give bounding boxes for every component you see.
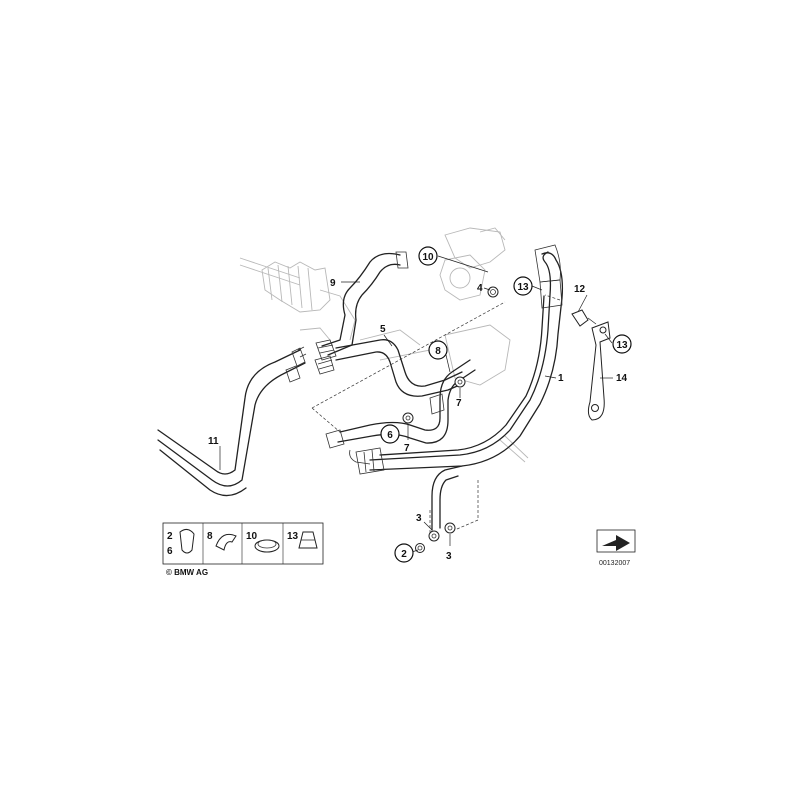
legend-8: 8 <box>207 531 213 542</box>
legend-6: 6 <box>167 546 173 557</box>
callout-7b: 7 <box>404 443 410 454</box>
callout-8: 8 <box>435 346 441 357</box>
image-number: 00132007 <box>599 560 630 567</box>
callout-labels: 9 10 4 5 8 7 6 7 11 13 12 13 1 14 3 2 3 <box>208 246 632 563</box>
callout-14: 14 <box>616 373 628 384</box>
callout-10: 10 <box>422 252 434 263</box>
callout-12: 12 <box>574 284 586 295</box>
callout-7a: 7 <box>456 398 462 409</box>
legend-2: 2 <box>167 531 173 542</box>
hose-9 <box>315 251 409 361</box>
parts-legend: 2 6 8 10 13 <box>162 522 324 565</box>
callout-4: 4 <box>477 283 483 294</box>
hose-5 <box>314 339 463 397</box>
legend-13: 13 <box>287 531 299 542</box>
callout-13b: 13 <box>616 340 628 351</box>
callout-6-circle <box>380 424 400 444</box>
callout-6: 6 <box>387 430 393 441</box>
copyright-text: © BMW AG <box>166 568 208 577</box>
legend-10: 10 <box>246 531 258 542</box>
callout-5: 5 <box>380 324 386 335</box>
pump-ghost <box>439 227 506 301</box>
reference-lines <box>311 294 561 540</box>
callout-1: 1 <box>558 373 564 384</box>
image-reference: 00132007 <box>596 529 636 567</box>
callout-2-circle <box>394 543 414 563</box>
clip-icon <box>215 533 237 551</box>
callout-13b-circle <box>612 334 632 354</box>
arrow-icon <box>602 535 630 551</box>
callout-8-circle <box>428 340 448 360</box>
hose-1 <box>355 244 564 531</box>
callout-11: 11 <box>208 436 219 447</box>
callout-3a: 3 <box>416 513 422 524</box>
leader-lines <box>219 255 613 553</box>
washers <box>402 286 499 553</box>
callout-3b: 3 <box>446 551 452 562</box>
callout-13a-circle <box>513 276 533 296</box>
callout-10-circle <box>418 246 438 266</box>
nut-icon <box>179 528 195 554</box>
hose-8 <box>325 359 476 465</box>
steering-rack-ghost <box>239 257 356 341</box>
callout-9: 9 <box>330 278 336 289</box>
bracket-14 <box>571 309 611 421</box>
callout-13a: 13 <box>517 282 529 293</box>
hose-11 <box>157 346 307 497</box>
callout-2: 2 <box>401 549 407 560</box>
